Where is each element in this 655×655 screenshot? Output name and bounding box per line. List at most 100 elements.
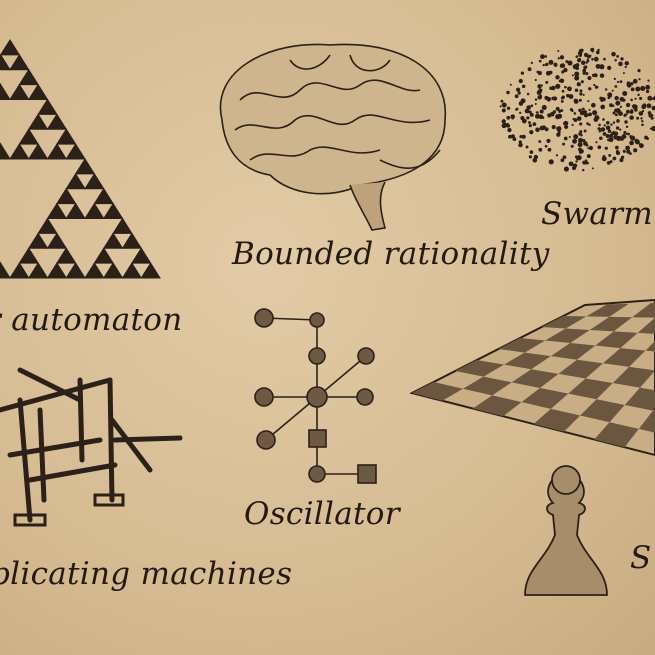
swarm-dot <box>519 111 522 114</box>
triangle-mark <box>84 202 105 219</box>
swarm-dot <box>613 77 616 81</box>
swarm-dot <box>521 134 526 139</box>
swarm-dots-drawing <box>499 47 655 172</box>
chess-square <box>521 387 569 409</box>
swarm-dot <box>609 103 613 108</box>
swarm-dot <box>535 111 538 114</box>
swarm-dot <box>647 95 653 101</box>
triangle-mark <box>27 83 49 100</box>
swarm-dot <box>619 136 624 141</box>
swarm-dot <box>630 87 635 92</box>
swarm-dot <box>629 152 632 156</box>
swarm-dot <box>579 148 583 152</box>
triangle-mark <box>46 113 68 130</box>
swarm-dot <box>629 115 634 120</box>
swarm-dot <box>506 106 511 110</box>
swarm-dot <box>593 83 596 87</box>
swarm-dot <box>585 161 589 165</box>
swarm-dot <box>629 140 634 146</box>
swarm-dot <box>591 102 596 108</box>
swarm-dot <box>641 123 644 127</box>
swarm-dot <box>602 132 607 136</box>
swarm-dot <box>534 78 537 82</box>
chess-square <box>594 422 639 448</box>
swarm-dot <box>539 94 543 98</box>
swarm-dot <box>538 147 543 152</box>
swarm-dot <box>603 57 606 61</box>
swarm-dot <box>616 54 619 58</box>
swarm-dot <box>640 117 643 120</box>
swarm-dot <box>622 72 625 75</box>
triangle-mark <box>9 262 30 279</box>
triangle-mark <box>9 143 30 160</box>
swarm-dot <box>636 116 640 120</box>
swarm-dot <box>567 86 572 92</box>
swarm-dot <box>597 48 600 52</box>
swarm-dot <box>614 85 618 88</box>
swarm-dot <box>607 138 610 142</box>
triangle-mark <box>0 261 2 264</box>
swarm-dot <box>575 160 578 163</box>
swarm-dot <box>514 94 519 99</box>
swarm-dot <box>548 59 554 65</box>
swarm-dot <box>641 119 644 123</box>
swarm-dot <box>633 148 638 153</box>
swarm-dot <box>534 102 537 106</box>
swarm-dot <box>546 138 551 143</box>
swarm-dot <box>538 140 542 143</box>
swarm-dot <box>519 134 523 139</box>
sierpinski-triangle-drawing <box>0 39 161 279</box>
swarm-dot <box>545 80 549 84</box>
swarm-dot <box>595 50 600 55</box>
swarm-dot <box>521 84 526 89</box>
swarm-dot <box>614 95 619 101</box>
swarm-dot <box>588 108 591 111</box>
swarm-dot <box>564 124 569 130</box>
triangle-mark <box>121 232 143 249</box>
triangle-mark <box>46 143 68 160</box>
swarm-dot <box>559 63 564 68</box>
swarm-dot <box>574 75 580 81</box>
triangle-mark <box>27 143 49 160</box>
triangle-mark <box>55 247 77 264</box>
swarm-dot <box>517 91 521 95</box>
swarm-dot <box>583 110 588 114</box>
triangle-mark <box>27 113 49 130</box>
brain-drawing <box>219 43 447 231</box>
swarm-dot <box>586 58 589 62</box>
swarm-dot <box>529 150 534 154</box>
swarm-dot <box>533 154 539 160</box>
swarm-dot <box>598 123 601 127</box>
swarm-dot <box>593 56 599 62</box>
swarm-dot <box>540 84 543 87</box>
swarm-dot <box>613 134 618 140</box>
swarm-dot <box>515 87 521 92</box>
swarm-dot <box>579 89 583 93</box>
swarm-dot <box>535 113 541 119</box>
swarm-dot <box>586 154 591 159</box>
triangle-mark <box>18 68 40 86</box>
swarm-dot <box>508 134 512 139</box>
swarm-dot <box>587 76 592 81</box>
triangle-mark <box>55 128 77 145</box>
chessboard-drawing <box>409 298 655 457</box>
swarm-dot <box>595 85 599 89</box>
swarm-dot <box>555 83 561 89</box>
swarm-dot <box>506 115 511 120</box>
swarm-dot <box>647 79 650 82</box>
triangle-mark <box>0 142 2 145</box>
swarm-dot <box>512 137 517 142</box>
swarm-dot <box>625 132 629 136</box>
triangle-mark <box>84 262 105 279</box>
swarm-dot <box>547 113 552 118</box>
swarm-dot <box>577 137 584 143</box>
swarm-dot <box>567 60 573 66</box>
swarm-dot <box>578 48 584 54</box>
chess-square <box>472 395 522 417</box>
triangle-mark <box>93 247 115 264</box>
swarm-dot <box>579 92 583 96</box>
swarm-dot <box>507 127 512 133</box>
swarm-dot <box>632 103 636 107</box>
swarm-dot <box>622 91 628 96</box>
swarm-dot <box>597 127 601 131</box>
